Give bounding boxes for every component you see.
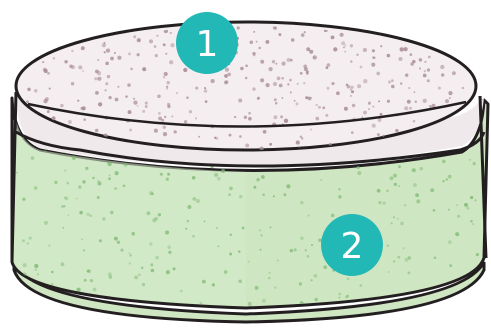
- top-layer-face: [16, 22, 476, 150]
- callout-number-1: 1: [196, 24, 219, 65]
- callout-badge-2: 2: [321, 214, 383, 276]
- callout-number-2: 2: [341, 226, 364, 267]
- callout-badge-1: 1: [176, 12, 238, 74]
